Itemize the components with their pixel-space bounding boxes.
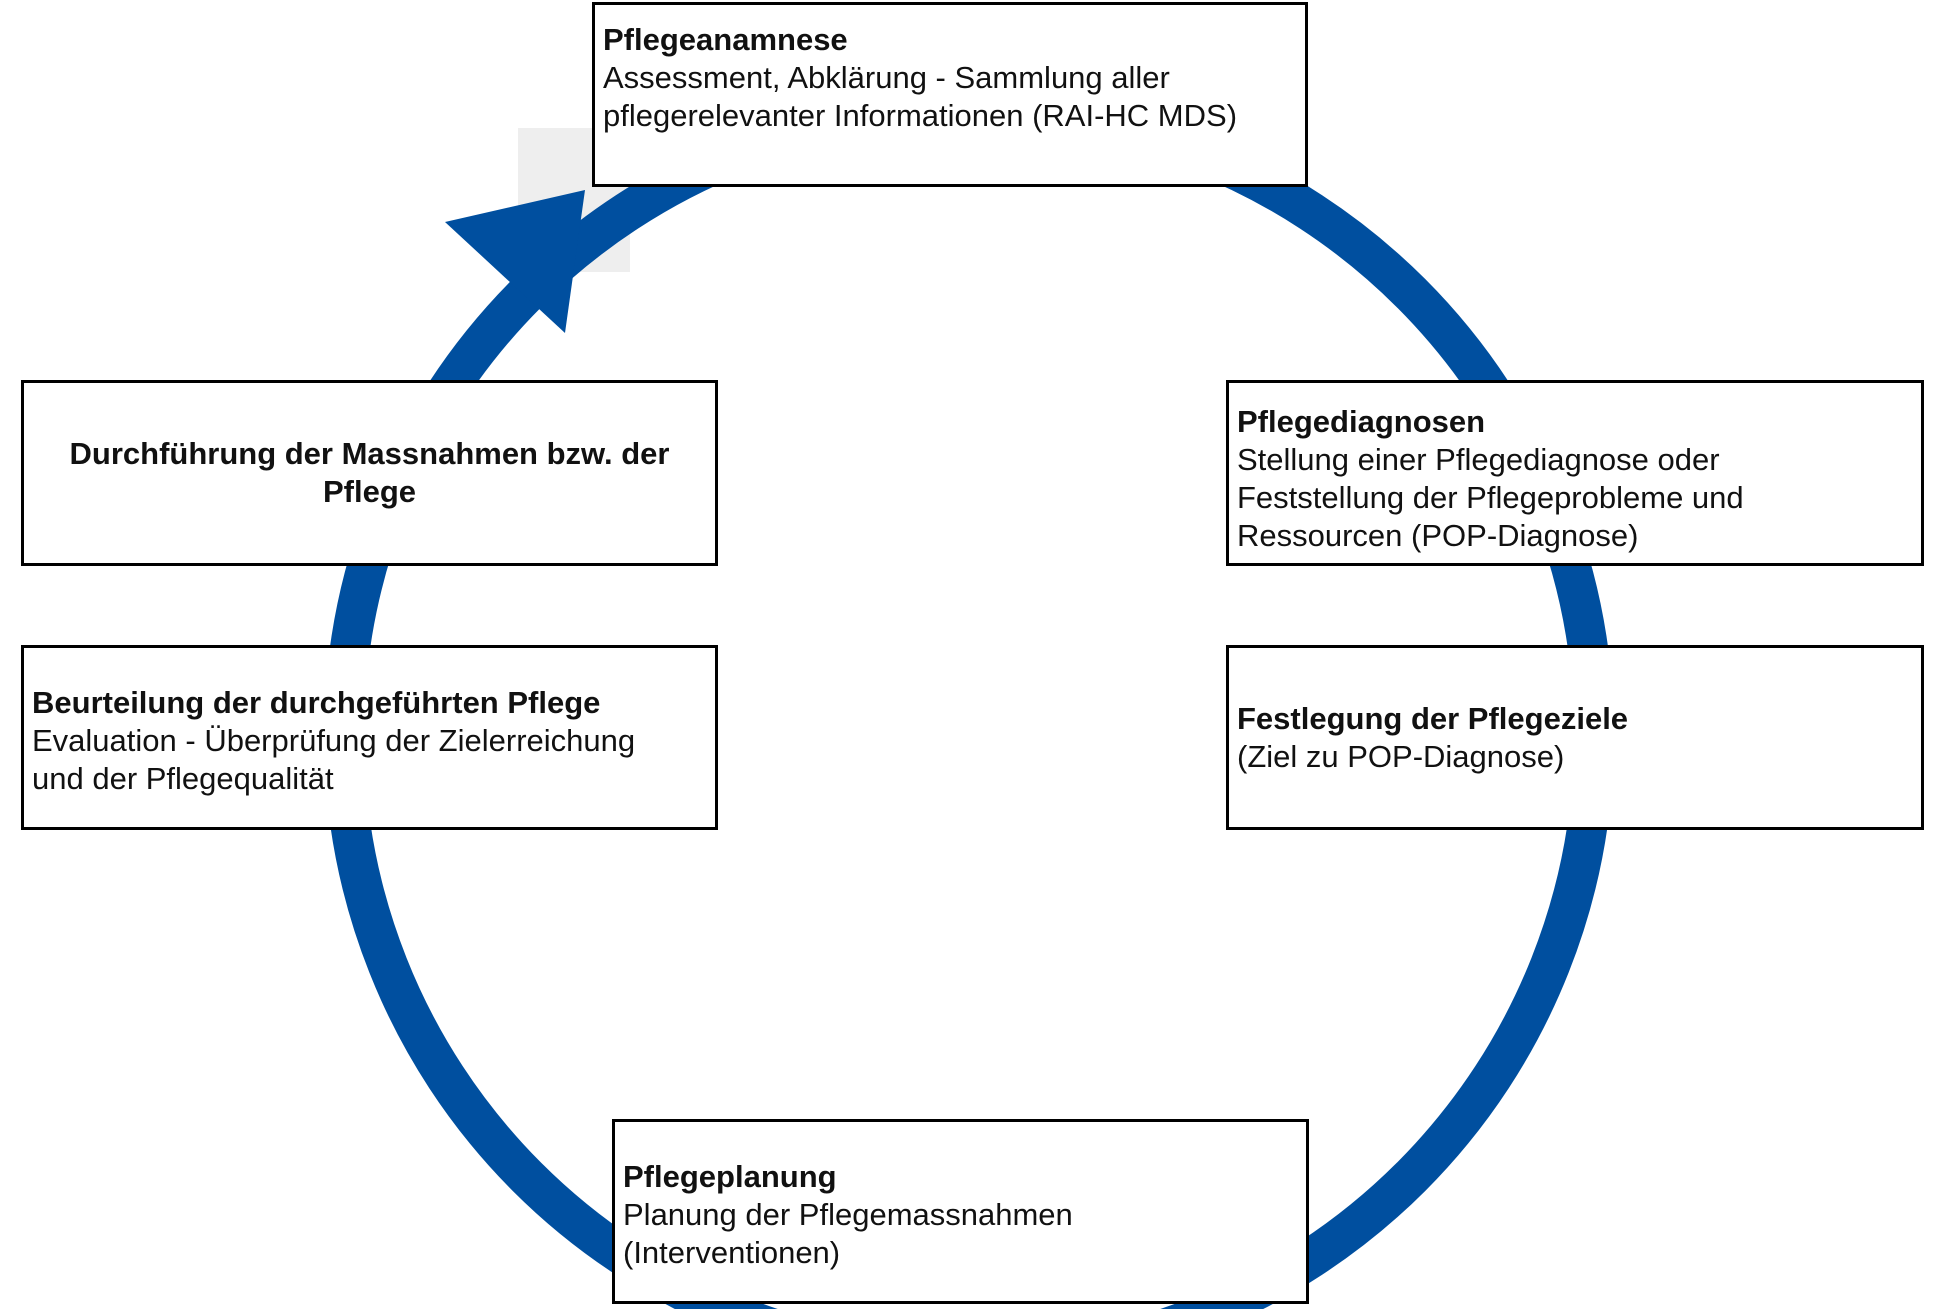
step-pflegeanamnese: Pflegeanamnese Assessment, Abklärung - S… (592, 2, 1308, 187)
step-pflegediagnosen: Pflegediagnosen Stellung einer Pflegedia… (1226, 380, 1924, 566)
step-pflegeziele: Festlegung der Pflegeziele (Ziel zu POP-… (1226, 645, 1924, 830)
step-description: Assessment, Abklärung - Sammlung aller p… (603, 60, 1238, 133)
step-title: Pflegeplanung (623, 1159, 837, 1194)
step-title: Durchführung der Massnahmen bzw. der Pfl… (69, 436, 670, 509)
step-description: (Ziel zu POP-Diagnose) (1237, 738, 1565, 774)
step-description: Evaluation - Überprüfung der Zielerreich… (32, 723, 636, 796)
step-title: Pflegeanamnese (603, 22, 848, 57)
step-durchfuehrung: Durchführung der Massnahmen bzw. der Pfl… (21, 380, 718, 566)
step-title: Beurteilung der durchgeführten Pflege (32, 685, 601, 720)
step-description: Stellung einer Pflegediagnose oder Fests… (1237, 442, 1744, 553)
step-description: Planung der Pflegemassnahmen (Interventi… (623, 1197, 1073, 1270)
step-title: Pflegediagnosen (1237, 404, 1486, 439)
step-beurteilung: Beurteilung der durchgeführten Pflege Ev… (21, 645, 718, 830)
step-title: Festlegung der Pflegeziele (1237, 700, 1629, 736)
step-pflegeplanung: Pflegeplanung Planung der Pflegemassnahm… (612, 1119, 1309, 1304)
cycle-arrow-head-icon (445, 190, 585, 333)
